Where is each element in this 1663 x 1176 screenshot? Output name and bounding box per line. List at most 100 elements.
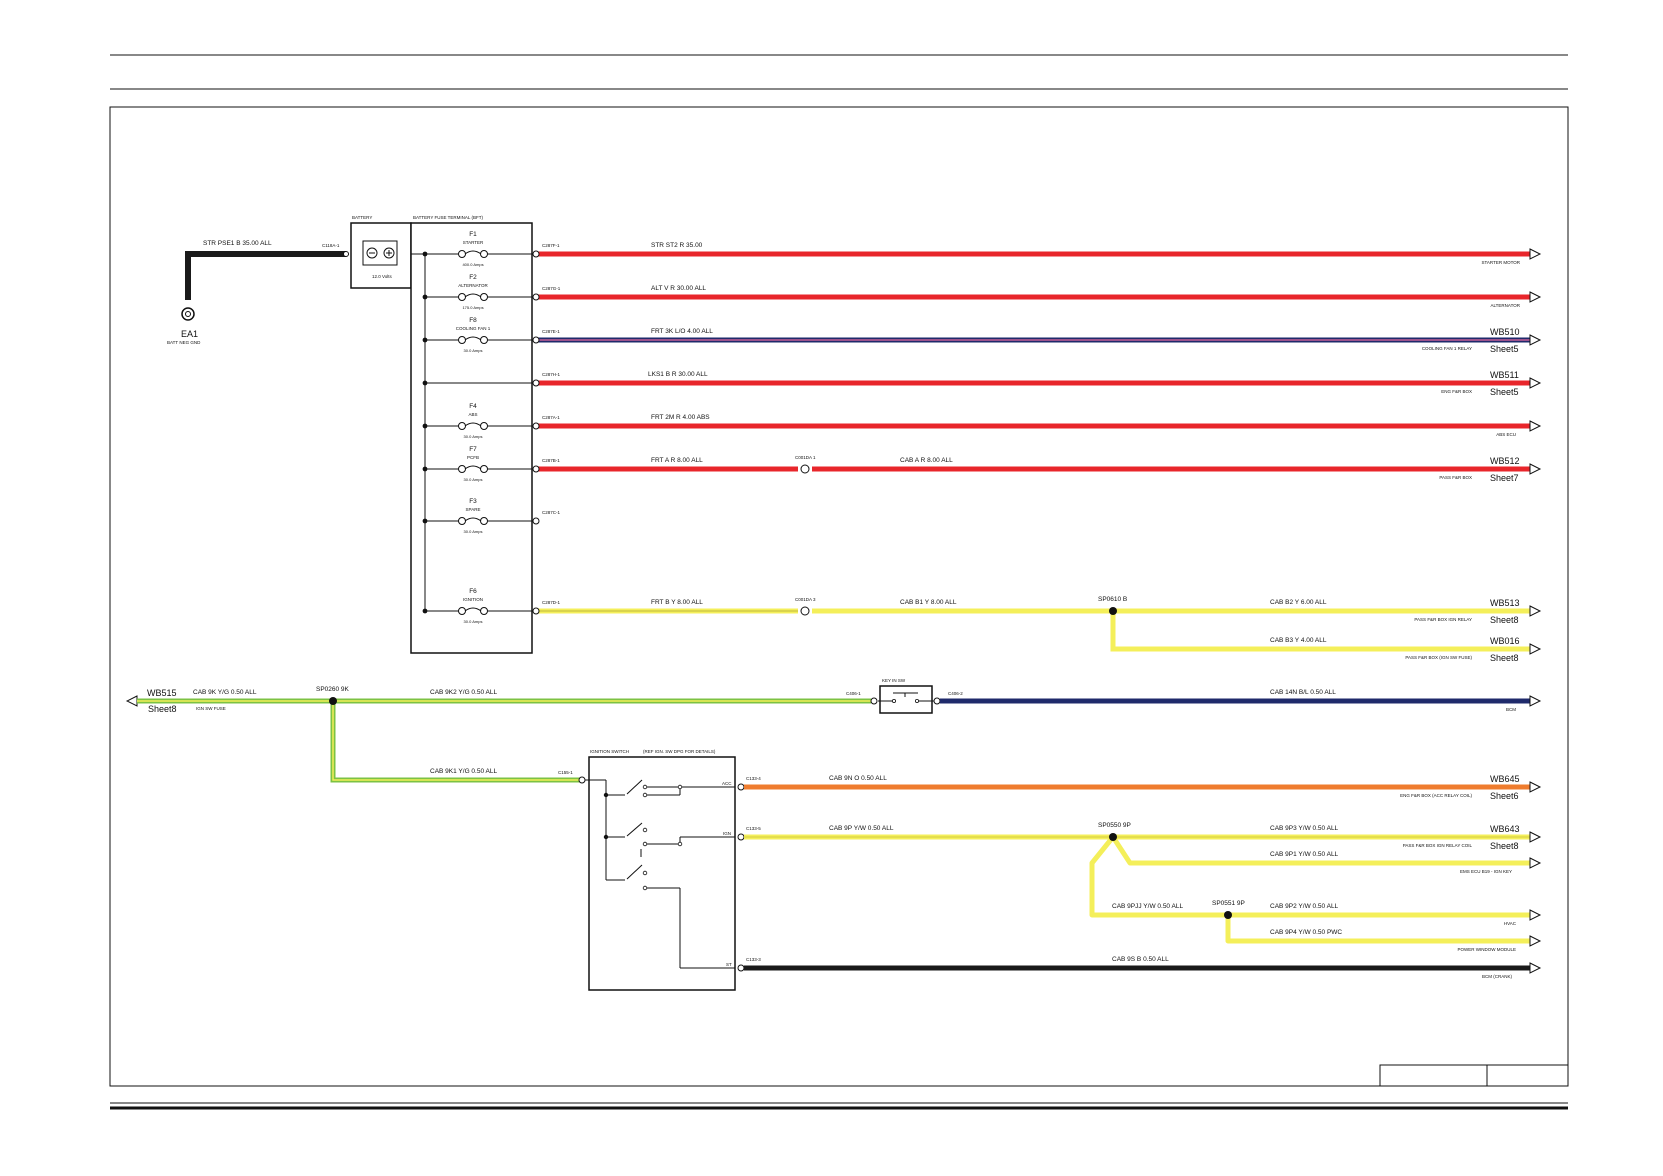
sheet-number: Sheet7	[1490, 473, 1519, 483]
wire-label: CAB A R 8.00 ALL	[900, 457, 953, 464]
battery-connector: C118A-1	[322, 243, 340, 248]
fuse-rating: 175.0 Amps	[462, 305, 483, 310]
wire-label: LKS1 B R 30.00 ALL	[648, 371, 708, 378]
wire-label: CAB B3 Y 4.00 ALL	[1270, 637, 1327, 644]
battery: BATTERY 12.0 Volts	[350, 215, 412, 289]
wire-label: CAB 9N O 0.50 ALL	[829, 775, 887, 782]
fuse-id: F3	[469, 498, 477, 505]
ground-wire-label: STR PSE1 B 35.00 ALL	[203, 240, 272, 247]
wire-label: CAB B2 Y 6.00 ALL	[1270, 599, 1327, 606]
destination-label: PASS F&R BOX IGN RELAY COIL	[1403, 843, 1473, 848]
connector-label: C133-5	[746, 826, 761, 831]
splice-label: SP0260 9K	[316, 686, 350, 693]
inline-connector: C001DA 3	[795, 597, 816, 602]
wire-label: ALT V R 30.00 ALL	[651, 285, 706, 292]
inline-connector: C001DA 1	[795, 455, 816, 460]
bft-output-wires: C287F-1 STR ST2 R 35.00 STARTER MOTOR C2…	[532, 242, 1542, 663]
key-switch-label: KEY IN SW	[882, 678, 906, 683]
ignition-feed-circuit: WB515 Sheet8 CAB 9K Y/G 0.50 ALL IGN SW …	[125, 686, 878, 784]
destination-label: STARTER MOTOR	[1481, 260, 1520, 265]
pin-label: IGN	[723, 831, 731, 836]
wire-label: STR ST2 R 35.00	[651, 242, 703, 249]
fuse-id: F8	[469, 317, 477, 324]
destination-label: ENG F&R BOX (ACC RELAY COIL)	[1400, 793, 1472, 798]
fuse-rating: 30.0 Amps	[464, 529, 483, 534]
connector-label: C287E-1	[542, 329, 560, 334]
destination-label: ABS ECU	[1496, 432, 1516, 437]
splice-label: SP0550 9P	[1098, 822, 1131, 829]
wire-label: FRT 3K L/O 4.00 ALL	[651, 328, 713, 335]
fuse-name: ABS	[468, 412, 477, 417]
sheet-ref: WB511	[1490, 370, 1519, 380]
sheet-ref: WB643	[1490, 824, 1520, 834]
fuse-name: COOLING FAN 1	[456, 326, 491, 331]
fuse-rating: 30.0 Amps	[464, 434, 483, 439]
key-in-switch: KEY IN SW C406-1 C406-2 CAB 14N B/L 0.50…	[846, 678, 1542, 714]
sheet-number: Sheet8	[148, 704, 177, 714]
sheet-number: Sheet6	[1490, 791, 1519, 801]
fuse-id: F1	[469, 231, 477, 238]
wire-label: CAB 9K2 Y/G 0.50 ALL	[430, 689, 497, 696]
sheet-ref: WB016	[1490, 636, 1520, 646]
sheet-ref: WB513	[1490, 598, 1520, 608]
fuse-id: F2	[469, 274, 477, 281]
connector-label: C287G-1	[542, 286, 561, 291]
wire-label: FRT 2M R 4.00 ABS	[651, 414, 710, 421]
battery-volts: 12.0 Volts	[372, 274, 393, 279]
wire-label: CAB 9S B 0.50 ALL	[1112, 956, 1169, 963]
destination-label: POWER WINDOW MODULE	[1458, 947, 1517, 952]
pin-label: ST	[726, 962, 732, 967]
wire-label: FRT B Y 8.00 ALL	[651, 599, 703, 606]
splice-label: SP0610 B	[1098, 596, 1127, 603]
destination-label: ENG F&R BOX	[1441, 389, 1472, 394]
destination-label: COOLING FAN 1 RELAY	[1422, 346, 1472, 351]
ignition-switch: IGNITION SWITCH (REF IGN. SW DPG FOR DET…	[585, 749, 736, 991]
wire-label: CAB 9P2 Y/W 0.50 ALL	[1270, 903, 1339, 910]
destination-label: IGN SW FUSE	[196, 706, 226, 711]
wire-label: CAB 9K1 Y/G 0.50 ALL	[430, 768, 497, 775]
wire-label: CAB 9K Y/G 0.50 ALL	[193, 689, 257, 696]
destination-label: PASS F&R BOX	[1439, 475, 1472, 480]
connector-label: C287H-1	[542, 372, 561, 377]
destination-label: PASS F&R BOX (IGN SW FUSE)	[1405, 655, 1472, 660]
connector-label: C133-3	[746, 957, 761, 962]
fuse-name: ALTERNATOR	[458, 283, 488, 288]
sheet-number: Sheet5	[1490, 344, 1519, 354]
fuse-name: SPARE	[466, 507, 481, 512]
battery-fuse-terminal: BATTERY FUSE TERMINAL (BFT) F1STARTER400…	[410, 215, 533, 654]
splice-sp0550	[1109, 833, 1117, 841]
sheet-ref: WB512	[1490, 456, 1520, 466]
connector-label: C406-1	[846, 691, 861, 696]
fuse-name: IGNITION	[463, 597, 483, 602]
sheet-number: Sheet5	[1490, 387, 1519, 397]
fuse-rating: 30.0 Amps	[464, 477, 483, 482]
wire-label: CAB 14N B/L 0.50 ALL	[1270, 689, 1336, 696]
connector-label: C406-2	[948, 691, 963, 696]
wire-label: FRT A R 8.00 ALL	[651, 457, 703, 464]
fuse-id: F6	[469, 588, 477, 595]
wire-label: CAB 9P4 Y/W 0.50 PWC	[1270, 929, 1342, 936]
destination-label: BCM (CRANK)	[1482, 974, 1513, 979]
sheet-ref: WB510	[1490, 327, 1520, 337]
wire-label: CAB 9P1 Y/W 0.50 ALL	[1270, 851, 1339, 858]
splice-label: SP0551 9P	[1212, 900, 1245, 907]
wire-label: CAB 9P3 Y/W 0.50 ALL	[1270, 825, 1339, 832]
sheet-ref: WB645	[1490, 774, 1520, 784]
battery-label: BATTERY	[352, 215, 372, 220]
sheet-number: Sheet8	[1490, 841, 1519, 851]
destination-label: PASS F&R BOX IGN RELAY	[1414, 617, 1472, 622]
pin-label: ACC	[722, 781, 732, 786]
destination-label: BCM	[1506, 707, 1516, 712]
ignition-switch-label: IGNITION SWITCH	[590, 749, 629, 754]
fuse-id: F7	[469, 446, 477, 453]
sheet-ref: WB515	[147, 688, 177, 698]
page-frame	[109, 54, 1569, 1110]
